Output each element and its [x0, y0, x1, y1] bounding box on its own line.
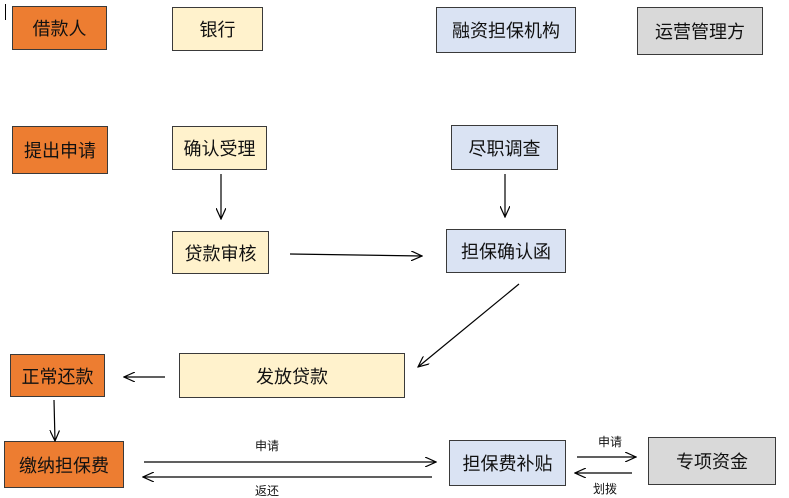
- step-accept: 确认受理: [172, 126, 267, 170]
- step-special-fund-label: 专项资金: [676, 452, 748, 473]
- label-allocate-right: 划拨: [593, 482, 618, 496]
- step-guarantee-letter-label: 担保确认函: [461, 242, 551, 263]
- step-disburse-label: 发放贷款: [256, 366, 328, 388]
- lane-header-guarantor-label: 融资担保机构: [452, 21, 560, 42]
- step-repay: 正常还款: [10, 354, 105, 397]
- arrow-letter-to-disburse: [418, 283, 520, 367]
- label-return-bottom: 返还: [255, 484, 280, 498]
- step-loan-review-label: 贷款审核: [184, 243, 257, 265]
- step-due-diligence-label: 尽职调查: [468, 138, 541, 160]
- lane-header-borrower-label: 借款人: [32, 19, 87, 40]
- arrow-review-to-letter: [289, 254, 422, 256]
- text-cursor: [5, 4, 6, 20]
- step-repay-label: 正常还款: [21, 366, 94, 388]
- lane-header-bank-label: 银行: [199, 20, 236, 41]
- arrow-repay-to-fee: [54, 399, 55, 441]
- lane-header-operator-label: 运营管理方: [655, 22, 745, 43]
- step-disburse: 发放贷款: [179, 353, 405, 398]
- step-special-fund: 专项资金: [648, 437, 776, 485]
- label-apply-right: 申请: [598, 435, 623, 449]
- step-apply-label: 提出申请: [24, 141, 96, 162]
- lane-header-operator: 运营管理方: [637, 7, 763, 55]
- step-pay-fee-label: 缴纳担保费: [19, 455, 109, 477]
- lane-header-guarantor: 融资担保机构: [436, 7, 576, 53]
- step-accept-label: 确认受理: [183, 139, 256, 160]
- step-due-diligence: 尽职调查: [451, 125, 558, 170]
- step-loan-review: 贷款审核: [172, 231, 269, 274]
- step-fee-subsidy-label: 担保费补贴: [462, 454, 553, 475]
- step-pay-fee: 缴纳担保费: [4, 441, 124, 488]
- step-apply: 提出申请: [12, 126, 108, 174]
- step-fee-subsidy: 担保费补贴: [449, 440, 566, 486]
- lane-header-bank: 银行: [172, 7, 263, 51]
- label-apply-top: 申请: [255, 439, 280, 453]
- lane-header-borrower: 借款人: [12, 6, 107, 50]
- step-guarantee-letter: 担保确认函: [446, 229, 566, 273]
